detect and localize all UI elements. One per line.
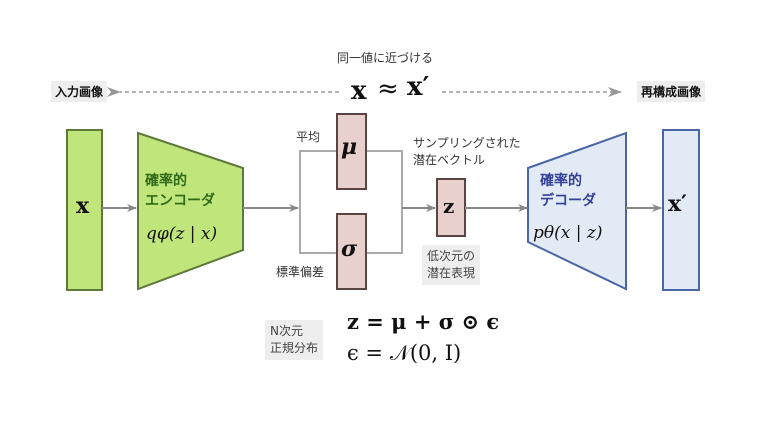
similarity-caption: 同一値に近づける [337,51,434,65]
mu-branch-line [299,150,337,208]
normal-dist-note: N次元 正規分布 [265,320,324,360]
mean-label: 平均 [296,130,321,144]
decoder-formula: pθ(x | z) [533,223,603,243]
decoder-title-line1: 確率的 [540,173,582,189]
encoder-formula: qφ(z | x) [146,224,218,244]
mu-symbol: μ [341,134,358,160]
mu-merge-line [366,150,403,254]
normal-note-line1: N次元 [270,324,303,338]
mu-block [336,113,367,190]
input-symbol: x [76,193,90,219]
z-symbol: z [443,194,455,218]
decoder-title-line2: デコーダ [540,193,596,209]
lowdim-line2: 潜在表現 [427,266,476,280]
sigma-block [336,213,367,290]
lowdim-line1: 低次元の [427,249,476,263]
normal-note-line2: 正規分布 [270,341,319,355]
output-symbol: x′ [668,191,687,217]
decoder-block [527,131,627,291]
encoder-title-line2: エンコーダ [145,193,215,209]
encoder-title-line1: 確率的 [145,173,187,189]
sampled-caption-line2: 潜在ベクトル [413,153,486,167]
approx-right-symbol: x′ [407,72,430,102]
reparam-equation: z = μ + σ ⊙ ϵ [347,309,500,334]
std-label: 標準偏差 [276,265,325,279]
lowdim-note: 低次元の 潜在表現 [422,245,481,285]
approx-symbol: ≈ [377,74,399,104]
epsilon-equation: ϵ = 𝒩(0, I) [347,341,462,365]
encoder-block [137,131,244,291]
input-image-label: 入力画像 [51,81,108,102]
sigma-branch-line [299,208,337,254]
approx-left-symbol: x [351,76,367,106]
sigma-symbol: σ [341,236,358,262]
sampled-caption-line1: サンプリングされた [413,136,521,150]
output-block [662,129,700,291]
input-block [66,129,103,291]
z-block [436,178,466,237]
reconstructed-image-label: 再構成画像 [637,81,706,102]
